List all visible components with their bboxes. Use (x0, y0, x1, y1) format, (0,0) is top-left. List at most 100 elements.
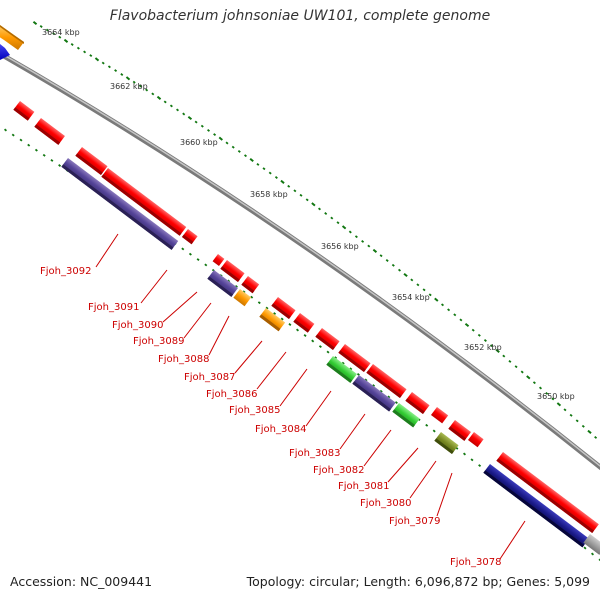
outer-tick-mark (293, 189, 297, 193)
outer-tick-mark (441, 303, 444, 307)
inner-tick-mark (181, 247, 185, 251)
gene-label-fjoh-3084: Fjoh_3084 (255, 424, 306, 435)
outer-tick-mark (539, 386, 542, 390)
partial-blue-feature (0, 44, 10, 60)
outer-tick-mark (89, 54, 93, 58)
kbp-labels: 3664 kbp 3662 kbp 3660 kbp 3658 kbp 3656… (42, 28, 575, 401)
inner-tick-mark (591, 552, 594, 556)
outer-tick-mark (416, 283, 420, 287)
outer-tick-mark (447, 308, 451, 312)
outer-tick-mark (256, 162, 260, 166)
gene-block-grey (583, 534, 600, 555)
inner-tick-mark (234, 284, 238, 288)
outer-tick-mark (341, 225, 347, 230)
outer-tick-mark (336, 221, 340, 225)
inner-tick-mark (379, 389, 383, 393)
inner-tick-mark (425, 423, 429, 427)
outer-tick-mark (169, 104, 173, 108)
gene-block (13, 101, 35, 121)
outer-tick-mark (490, 344, 493, 348)
outer-tick-mark (569, 413, 573, 417)
inner-tick-mark (288, 323, 292, 326)
outer-tick-mark (268, 171, 272, 175)
inner-tick-mark (4, 128, 7, 132)
inner-tick-mark (257, 301, 261, 305)
outer-tick-mark (218, 136, 223, 141)
gene-label-fjoh-3090: Fjoh_3090 (112, 320, 163, 331)
gene-label-fjoh-3086: Fjoh_3086 (206, 389, 257, 400)
outer-tick-mark (182, 112, 186, 116)
outer-tick-mark (514, 365, 518, 369)
gene-label-fjoh-3085: Fjoh_3085 (229, 405, 280, 416)
kbp-label-3654: 3654 kbp (392, 293, 430, 302)
outer-tick-mark (299, 193, 303, 197)
outer-tick-mark (464, 322, 470, 328)
outer-tick-mark (76, 46, 80, 50)
gene-block (34, 118, 65, 145)
inner-tick-mark (58, 164, 62, 167)
outer-tick-mark (459, 318, 463, 322)
outer-tick-ring (32, 20, 598, 439)
gene-block (220, 260, 245, 283)
gene-label-fjoh-3088: Fjoh_3088 (158, 354, 209, 365)
partial-orange-feature (0, 25, 24, 50)
kbp-label-3660: 3660 kbp (180, 138, 218, 147)
gene-label-fjoh-3091: Fjoh_3091 (88, 302, 139, 313)
outer-tick-mark (138, 84, 142, 88)
gene-block-purple (207, 270, 238, 297)
outer-tick-mark (200, 124, 204, 128)
gene-label-fjoh-3087: Fjoh_3087 (184, 372, 235, 383)
outer-tick-mark (52, 32, 56, 36)
outer-tick-mark (125, 76, 131, 81)
outer-tick-mark (225, 141, 229, 145)
outer-tick-mark (244, 154, 247, 158)
reverse-strand-genes (61, 158, 600, 555)
outer-tick-mark (287, 184, 291, 188)
outer-tick-mark (83, 50, 87, 54)
outer-tick-mark (101, 61, 105, 65)
gene-label-fjoh-3078: Fjoh_3078 (450, 557, 501, 568)
inner-tick-mark (280, 317, 284, 321)
outer-tick-mark (156, 95, 162, 100)
gene-block (467, 432, 484, 448)
outer-tick-mark (361, 239, 365, 243)
gene-block (212, 254, 225, 267)
outer-tick-mark (471, 328, 475, 332)
gene-block (293, 313, 315, 333)
inner-tick-mark (349, 367, 353, 371)
inner-tick-mark (432, 429, 436, 433)
outer-tick-mark (532, 381, 536, 385)
inner-tick-mark (250, 295, 254, 299)
gene-label-fjoh-3079: Fjoh_3079 (389, 516, 440, 527)
outer-tick-mark (70, 43, 74, 46)
inner-tick-mark (318, 345, 322, 349)
genome-backbone (0, 50, 600, 471)
gene-label-fjoh-3092: Fjoh_3092 (40, 266, 91, 277)
gene-block-purple (352, 375, 396, 412)
gene-block (405, 392, 430, 415)
outer-tick-mark (330, 216, 334, 220)
inner-tick-ring (4, 128, 600, 562)
outer-tick-mark (237, 149, 241, 153)
gene-block (271, 297, 296, 320)
outer-tick-mark (318, 207, 321, 211)
inner-tick-mark (311, 339, 315, 343)
inner-tick-mark (303, 334, 307, 337)
inner-tick-mark (334, 356, 338, 360)
gene-block (496, 452, 599, 534)
kbp-label-3652: 3652 kbp (464, 343, 502, 352)
gene-block (430, 407, 449, 424)
inner-tick-mark (463, 452, 466, 456)
inner-tick-mark (470, 458, 474, 462)
outer-tick-mark (114, 69, 118, 73)
map-title: Flavobacterium johnsoniae UW101, complet… (109, 8, 491, 24)
gene-label-fjoh-3080: Fjoh_3080 (360, 498, 411, 509)
gene-block (448, 420, 471, 441)
outer-tick-mark (249, 157, 254, 163)
outer-tick-mark (581, 424, 585, 428)
outer-tick-mark (556, 402, 562, 407)
inner-tick-mark (242, 290, 246, 294)
outer-tick-mark (410, 278, 414, 282)
outer-tick-mark (280, 179, 285, 184)
